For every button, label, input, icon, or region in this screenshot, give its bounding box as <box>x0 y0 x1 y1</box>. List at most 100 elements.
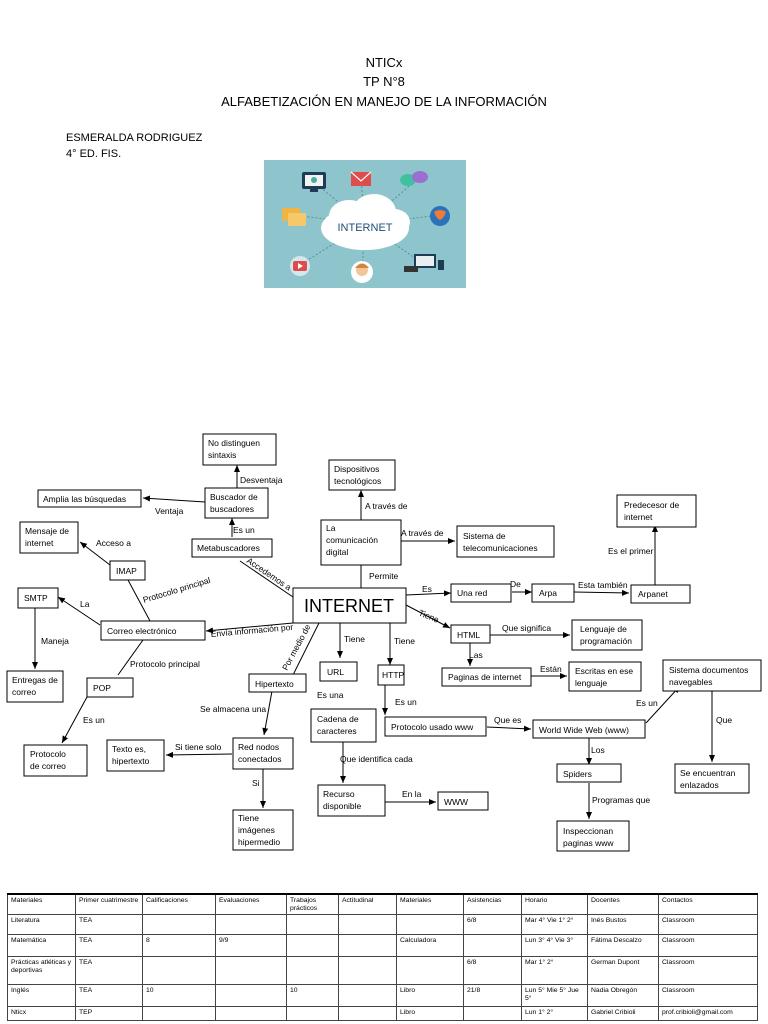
node-inspeccionan-2: paginas www <box>563 838 614 848</box>
node-inspeccionan-1: Inspeccionan <box>563 826 613 836</box>
node-mensaje-2: internet <box>25 538 54 548</box>
link-se-almacena: Se almacena una <box>200 704 266 714</box>
node-amplia: Amplia las búsquedas <box>43 494 126 504</box>
table-cell <box>463 934 522 957</box>
cloud-icon <box>321 194 410 250</box>
link-es-un-www: Es un <box>636 698 658 708</box>
table-cell <box>338 934 397 957</box>
table-header-cell: Materiales <box>7 893 76 915</box>
node-cadena-2: caracteres <box>317 726 357 736</box>
link-es-un-http: Es un <box>395 697 417 707</box>
chat-icon <box>400 171 428 186</box>
link-es: Es <box>422 584 432 594</box>
link-permite: Permite <box>369 571 399 581</box>
table-cell <box>215 1006 287 1021</box>
table-cell: TEP <box>75 1006 143 1021</box>
table-cell: 6/8 <box>463 914 522 935</box>
link-protocolo-principal-1: Protocolo principal <box>142 575 212 605</box>
node-url: URL <box>327 667 344 677</box>
node-predecesor-1: Predecesor de <box>624 500 680 510</box>
node-hipertexto: Hipertexto <box>255 679 294 689</box>
node-tiene-imagenes-1: Tiene <box>238 813 259 823</box>
node-protocolo-correo-2: de correo <box>30 761 66 771</box>
table-cell: Matemática <box>7 934 76 957</box>
link-si: Si <box>252 778 260 788</box>
link-ventaja: Ventaja <box>155 506 184 516</box>
table-cell: TEA <box>75 934 143 957</box>
node-mensaje-1: Mensaje de <box>25 526 69 536</box>
table-cell <box>286 914 339 935</box>
table-header-cell: Horario <box>521 893 588 915</box>
node-comunicacion-2: comunicación <box>326 535 378 545</box>
table-header-cell: Asistencias <box>463 893 522 915</box>
table-cell: Libro <box>396 984 464 1007</box>
node-escritas-2: lenguaje <box>575 678 607 688</box>
concept-map-connectors <box>32 465 715 819</box>
node-http: HTTP <box>382 670 405 680</box>
link-que-identifica: Que identifica cada <box>340 754 413 764</box>
table-cell <box>286 1006 339 1021</box>
link-estan: Están <box>540 664 562 674</box>
concept-map-node-labels: INTERNET No distinguen sintaxis Buscador… <box>12 438 748 848</box>
table-cell <box>142 956 216 985</box>
link-que-es: Que es <box>494 715 521 725</box>
table-cell <box>338 914 397 935</box>
folders-icon <box>282 208 306 226</box>
table-cell: Mar 4° Vie 1° 2° <box>521 914 588 935</box>
link-tiene-html: Tiene <box>417 608 440 625</box>
table-cell: TEA <box>75 914 143 935</box>
table-header-cell: Contactos <box>658 893 758 915</box>
node-enlazados-2: enlazados <box>680 780 719 790</box>
node-arpa: Arpa <box>539 588 557 598</box>
node-cadena-1: Cadena de <box>317 714 359 724</box>
link-es-un-pop: Es un <box>83 715 105 725</box>
link-programas-que: Programas que <box>592 795 650 805</box>
link-si-tiene-solo: Si tiene solo <box>175 742 222 752</box>
table-cell <box>338 984 397 1007</box>
table-header-cell: Evaluaciones <box>215 893 287 915</box>
node-protocolo-www: Protocolo usado www <box>391 722 474 732</box>
table-cell: Lun 5° Mie 5° Jue 5° <box>521 984 588 1007</box>
node-sistema-tel-1: Sistema de <box>463 531 506 541</box>
table-header-cell: Calificaciones <box>142 893 216 915</box>
table-cell: 8 <box>142 934 216 957</box>
table-cell <box>286 956 339 985</box>
table-cell: Mar 1° 2° <box>521 956 588 985</box>
table-header-cell: Actitudinal <box>338 893 397 915</box>
table-cell: 10 <box>286 984 339 1007</box>
globe-phone-icon <box>430 206 450 226</box>
node-smtp: SMTP <box>24 593 48 603</box>
node-internet: INTERNET <box>304 596 394 616</box>
node-predecesor-2: internet <box>624 512 653 522</box>
table-cell: TEA <box>75 984 143 1007</box>
node-red-nodos-2: conectados <box>238 754 281 764</box>
table-cell <box>338 1006 397 1021</box>
table-cell: Classroom <box>658 914 758 935</box>
table-cell: Classroom <box>658 934 758 957</box>
node-recurso-1: Recurso <box>323 789 355 799</box>
table-cell <box>142 1006 216 1021</box>
table-cell: Classroom <box>658 984 758 1007</box>
link-es-una: Es una <box>317 690 344 700</box>
student-course: 4° ED. FIS. <box>66 148 122 160</box>
table-cell: Lun 1° 2° <box>521 1006 588 1021</box>
table-cell: Inés Bustos <box>587 914 659 935</box>
link-en-la: En la <box>402 789 422 799</box>
table-cell: Literatura <box>7 914 76 935</box>
link-de: De <box>510 579 521 589</box>
node-world-wide-web: World Wide Web (www) <box>539 725 629 735</box>
node-comunicacion-1: La <box>326 523 336 533</box>
node-pop: POP <box>93 683 111 693</box>
node-imap: IMAP <box>116 566 137 576</box>
link-las: Las <box>469 650 483 660</box>
monitor-icon <box>302 172 326 192</box>
person-icon <box>351 261 373 283</box>
node-comunicacion-3: digital <box>326 547 348 557</box>
node-red-nodos-1: Red nodos <box>238 742 279 752</box>
table-cell <box>215 914 287 935</box>
table-cell: Libro <box>396 1006 464 1021</box>
table-cell <box>396 914 464 935</box>
